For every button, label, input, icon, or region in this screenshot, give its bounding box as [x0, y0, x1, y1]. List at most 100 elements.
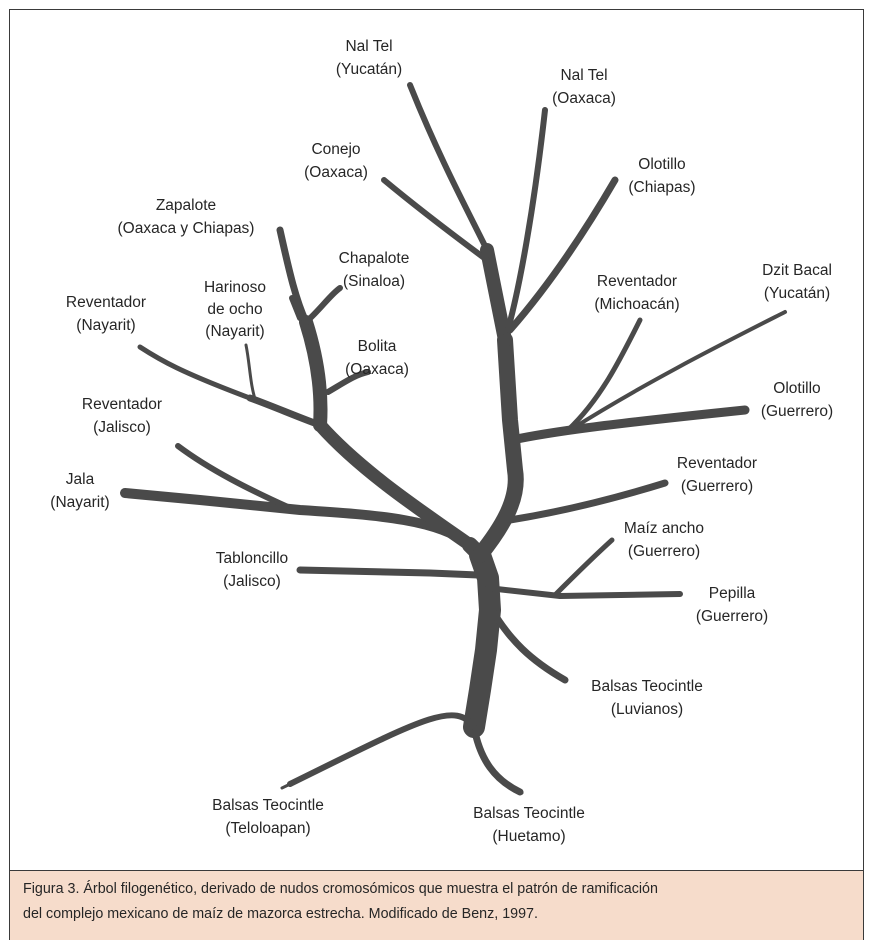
branch-conejo [381, 177, 490, 263]
branch-harinoso-base [246, 394, 324, 429]
branch-balsas-luvianos [488, 606, 569, 684]
label-reventador-guerrero-line-2: (Guerrero) [681, 478, 753, 495]
branch-harinoso [244, 343, 258, 404]
label-tabloncillo: Tabloncillo (Jalisco) [216, 550, 288, 590]
label-chapalote-line-1: Chapalote [339, 250, 410, 267]
branch-reventador-guerrero [506, 479, 669, 524]
label-nal-tel-yucatan-line-1: Nal Tel [345, 38, 392, 55]
label-chapalote: Chapalote (Sinaloa) [339, 250, 410, 290]
label-nal-tel-oaxaca: Nal Tel (Oaxaca) [552, 67, 616, 107]
label-reventador-jalisco-line-2: (Jalisco) [93, 419, 151, 436]
label-reventador-guerrero: Reventador (Guerrero) [677, 455, 757, 495]
label-reventador-michoacan-line-2: (Michoacán) [594, 296, 679, 313]
branch-balsas-huetamo-tip [504, 781, 524, 795]
branch-balsas-teloloapan-tip [280, 753, 352, 790]
branch-chapalote [303, 285, 343, 325]
branch-reventador-nayarit [137, 344, 258, 403]
label-bolita-line-2: (Oaxaca) [345, 361, 409, 378]
label-tabloncillo-line-2: (Jalisco) [223, 573, 281, 590]
label-olotillo-chiapas: Olotillo (Chiapas) [628, 156, 695, 196]
label-maiz-ancho-line-2: (Guerrero) [628, 543, 700, 560]
branch-balsas-huetamo [470, 723, 524, 796]
branch-nal-tel-yucatan [407, 82, 490, 253]
branch-maiz-ancho [552, 537, 615, 598]
label-zapalote: Zapalote (Oaxaca y Chiapas) [118, 197, 255, 237]
label-conejo-line-2: (Oaxaca) [304, 164, 368, 181]
label-pepilla-line-1: Pepilla [709, 585, 756, 602]
branch-central-upper [480, 243, 512, 347]
figure-frame [9, 9, 864, 871]
branch-olotillo-chiapas [506, 176, 619, 334]
branch-olotillo-guerrero [507, 405, 750, 445]
label-nal-tel-yucatan: Nal Tel (Yucatán) [336, 38, 402, 78]
label-dzit-bacal-line-2: (Yucatán) [764, 285, 830, 302]
label-reventador-nayarit-line-2: (Nayarit) [76, 317, 135, 334]
tree-branches [120, 82, 787, 796]
label-zapalote-line-2: (Oaxaca y Chiapas) [118, 220, 255, 237]
label-balsas-teloloapan-line-1: Balsas Teocintle [212, 797, 324, 814]
label-harinoso-line-1: Harinoso [204, 279, 266, 296]
branch-left-upper [313, 418, 477, 552]
label-conejo-line-1: Conejo [311, 141, 360, 158]
branch-tabloncillo [296, 566, 482, 579]
label-nal-tel-yucatan-line-2: (Yucatán) [336, 61, 402, 78]
label-olotillo-guerrero: Olotillo (Guerrero) [761, 380, 833, 420]
label-olotillo-chiapas-line-1: Olotillo [638, 156, 685, 173]
label-harinoso-line-2: de ocho [207, 301, 262, 318]
branch-central [472, 332, 524, 563]
branch-jala-tip [123, 491, 202, 502]
label-pepilla-line-2: (Guerrero) [696, 608, 768, 625]
label-reventador-michoacan-line-1: Reventador [597, 273, 677, 290]
label-jala-line-2: (Nayarit) [50, 494, 109, 511]
label-balsas-teloloapan-line-2: (Teloloapan) [225, 820, 310, 837]
label-balsas-luvianos-line-1: Balsas Teocintle [591, 678, 703, 695]
label-olotillo-guerrero-line-2: (Guerrero) [761, 403, 833, 420]
phylogenetic-tree: Nal Tel (Yucatán) Nal Tel (Oaxaca) Conejo (Oa… [50, 38, 833, 845]
label-maiz-ancho-line-1: Maíz ancho [624, 520, 704, 537]
label-maiz-ancho: Maíz ancho (Guerrero) [624, 520, 704, 560]
label-conejo: Conejo (Oaxaca) [304, 141, 368, 181]
branch-bolita [325, 369, 371, 395]
branch-reventador-jalisco [175, 443, 293, 511]
label-balsas-huetamo-line-1: Balsas Teocintle [473, 805, 585, 822]
label-bolita: Bolita (Oaxaca) [345, 338, 409, 378]
label-olotillo-chiapas-line-2: (Chiapas) [628, 179, 695, 196]
label-tabloncillo-line-1: Tabloncillo [216, 550, 288, 567]
label-olotillo-guerrero-line-1: Olotillo [773, 380, 820, 397]
caption-line-1: Figura 3. Árbol filogenético, derivado d… [23, 881, 658, 897]
branch-reventador-michoacan [565, 317, 643, 433]
trunk-lower [463, 544, 501, 738]
label-balsas-huetamo: Balsas Teocintle (Huetamo) [473, 805, 585, 845]
branch-balsas-teloloapan [287, 712, 477, 787]
label-nal-tel-oaxaca-line-2: (Oaxaca) [552, 90, 616, 107]
label-balsas-luvianos-line-2: (Luvianos) [611, 701, 683, 718]
figure-caption: Figura 3. Árbol filogenético, derivado d… [9, 871, 864, 940]
label-reventador-nayarit-line-1: Reventador [66, 294, 146, 311]
branch-dzit-bacal [568, 310, 787, 432]
tree-labels: Nal Tel (Yucatán) Nal Tel (Oaxaca) Conejo (Oa… [50, 38, 833, 845]
label-balsas-luvianos: Balsas Teocintle (Luvianos) [591, 678, 703, 718]
label-reventador-guerrero-line-1: Reventador [677, 455, 757, 472]
label-balsas-teloloapan: Balsas Teocintle (Teloloapan) [212, 797, 324, 837]
label-reventador-michoacan: Reventador (Michoacán) [594, 273, 679, 313]
label-reventador-jalisco-line-1: Reventador [82, 396, 162, 413]
branch-zapalote-chapalote [299, 315, 328, 432]
label-jala: Jala (Nayarit) [50, 471, 109, 511]
branch-zapalote [276, 226, 310, 326]
label-jala-line-1: Jala [66, 471, 95, 488]
label-bolita-line-1: Bolita [358, 338, 397, 355]
caption-line-2: del complejo mexicano de maíz de mazorca… [23, 906, 538, 922]
label-balsas-huetamo-line-2: (Huetamo) [492, 828, 565, 845]
branch-zapalote-side [289, 295, 303, 321]
label-harinoso: Harinoso de ocho (Nayarit) [204, 279, 266, 340]
label-chapalote-line-2: (Sinaloa) [343, 273, 405, 290]
label-reventador-jalisco: Reventador (Jalisco) [82, 396, 162, 436]
branch-nal-tel-oaxaca [502, 107, 548, 343]
label-dzit-bacal: Dzit Bacal (Yucatán) [762, 262, 832, 302]
label-pepilla: Pepilla (Guerrero) [696, 585, 768, 625]
label-reventador-nayarit: Reventador (Nayarit) [66, 294, 146, 334]
label-dzit-bacal-line-1: Dzit Bacal [762, 262, 832, 279]
label-harinoso-line-3: (Nayarit) [205, 323, 264, 340]
label-zapalote-line-1: Zapalote [156, 197, 216, 214]
label-nal-tel-oaxaca-line-1: Nal Tel [560, 67, 607, 84]
